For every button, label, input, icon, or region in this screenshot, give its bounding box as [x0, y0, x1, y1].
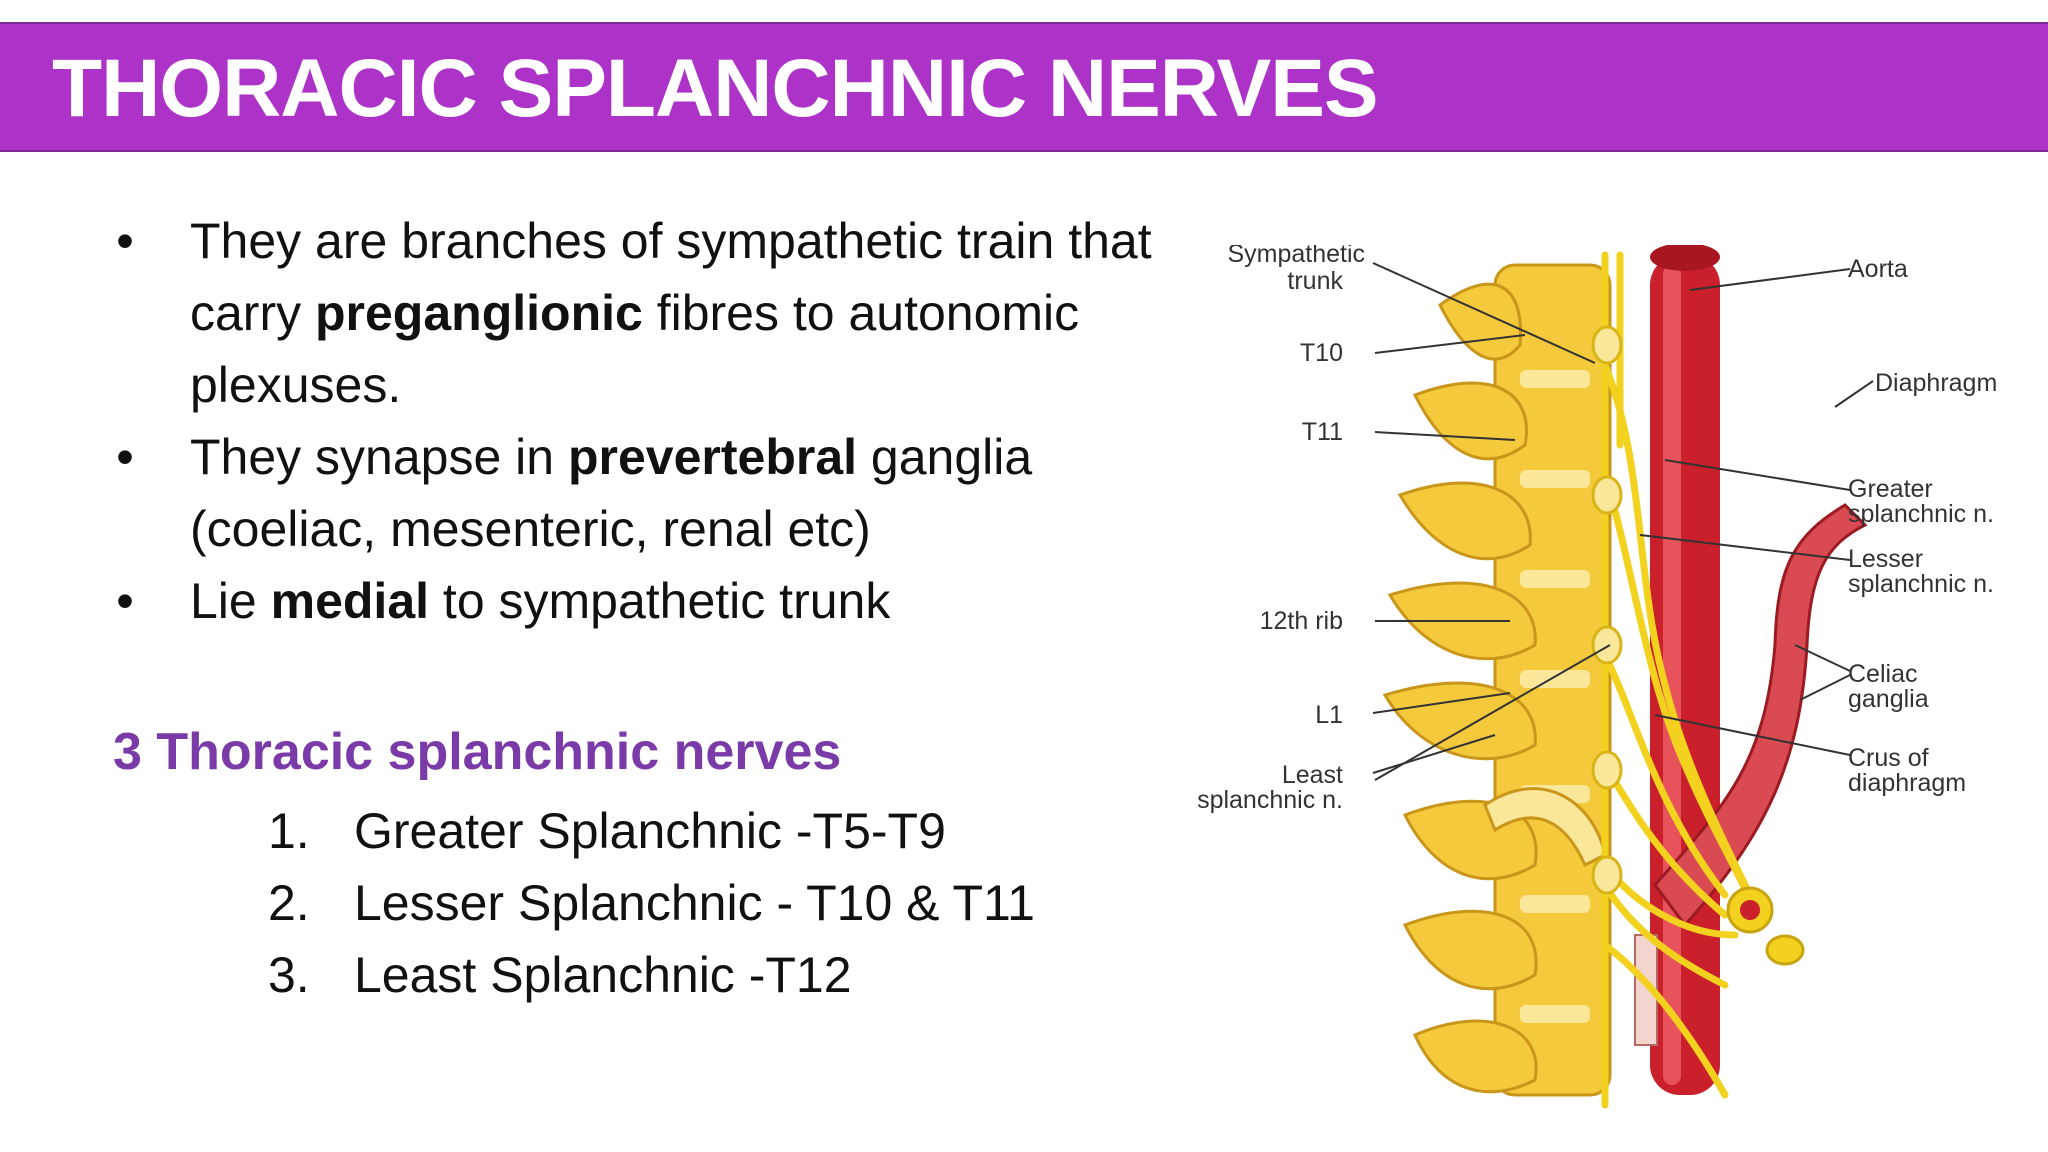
item-text: Greater Splanchnic -T5-T9 [354, 803, 946, 859]
numbered-list: 1. Greater Splanchnic -T5-T9 2. Lesser Spl… [268, 795, 1035, 1011]
bullet-text: (coeliac, mesenteric, renal etc) [190, 501, 871, 557]
label-t10: T10 [1300, 339, 1343, 367]
bullet-text: They are branches of sympathetic train t… [190, 213, 1152, 269]
item-number: 1. [268, 803, 310, 859]
item-text: Lesser Splanchnic - T10 & T11 [354, 875, 1035, 931]
vertebral-column [1382, 263, 1612, 1097]
bullet-text: fibres to autonomic [642, 285, 1080, 341]
bullet-text: Lie [190, 573, 271, 629]
label-t11: T11 [1302, 418, 1343, 446]
bullet-item: • Lie medial to sympathetic trunk [110, 565, 1260, 637]
bullet-emphasis: medial [270, 573, 430, 629]
label-sympathetic-trunk: Sympathetic [1227, 245, 1365, 268]
numbered-item: 1. Greater Splanchnic -T5-T9 [268, 795, 1035, 867]
bullet-marker: • [116, 213, 134, 269]
label-l1: L1 [1315, 701, 1343, 729]
bullet-marker: • [116, 573, 134, 629]
label-aorta: Aorta [1848, 255, 1908, 283]
bullet-list: • They are branches of sympathetic train… [110, 205, 1260, 637]
bullet-emphasis: preganglionic [315, 285, 643, 341]
label-least-splanchnic: Least [1282, 761, 1343, 789]
label-crus-of-diaphragm: diaphragm [1848, 769, 1966, 797]
title-bar: THORACIC SPLANCHNIC NERVES [0, 22, 2048, 152]
bullet-text: They synapse in [190, 429, 568, 485]
splanchnic-nerve-illustration: Sympathetic trunk T10 T11 12th rib L1 Le… [1197, 245, 1997, 1109]
label-diaphragm: Diaphragm [1875, 369, 1997, 397]
label-sympathetic-trunk: trunk [1287, 267, 1343, 295]
numbered-item: 2. Lesser Splanchnic - T10 & T11 [268, 867, 1035, 939]
celiac-ganglia [1726, 886, 1805, 966]
bullet-item: • They synapse in prevertebral ganglia (… [110, 421, 1260, 565]
bullet-text: plexuses. [190, 357, 402, 413]
label-crus-of-diaphragm: Crus of [1848, 744, 1929, 772]
label-greater-splanchnic: Greater [1848, 475, 1933, 503]
label-lesser-splanchnic: Lesser [1848, 545, 1923, 573]
bullet-text: to sympathetic trunk [429, 573, 891, 629]
section-subheading: 3 Thoracic splanchnic nerves [113, 723, 842, 781]
item-number: 2. [268, 875, 310, 931]
label-least-splanchnic: splanchnic n. [1197, 786, 1343, 814]
leader-lines [1372, 262, 1874, 781]
bullet-marker: • [116, 429, 134, 485]
anatomy-figure: Sympathetic trunk T10 T11 12th rib L1 Le… [1165, 245, 2045, 1135]
slide-title: THORACIC SPLANCHNIC NERVES [52, 43, 1379, 134]
bullet-emphasis: prevertebral [567, 429, 858, 485]
label-12th-rib: 12th rib [1260, 607, 1343, 635]
label-greater-splanchnic: splanchnic n. [1848, 500, 1994, 528]
bullet-text: ganglia [857, 429, 1033, 485]
trunk-ganglia [1591, 325, 1623, 895]
item-number: 3. [268, 947, 310, 1003]
label-celiac-ganglia: Celiac [1848, 660, 1917, 688]
numbered-item: 3. Least Splanchnic -T12 [268, 939, 1035, 1011]
label-lesser-splanchnic: splanchnic n. [1848, 570, 1994, 598]
bullet-text: carry [190, 285, 315, 341]
label-celiac-ganglia: ganglia [1848, 685, 1929, 713]
item-text: Least Splanchnic -T12 [354, 947, 852, 1003]
diaphragm-shape [1653, 503, 1868, 928]
bullet-item: • They are branches of sympathetic train… [110, 205, 1260, 421]
